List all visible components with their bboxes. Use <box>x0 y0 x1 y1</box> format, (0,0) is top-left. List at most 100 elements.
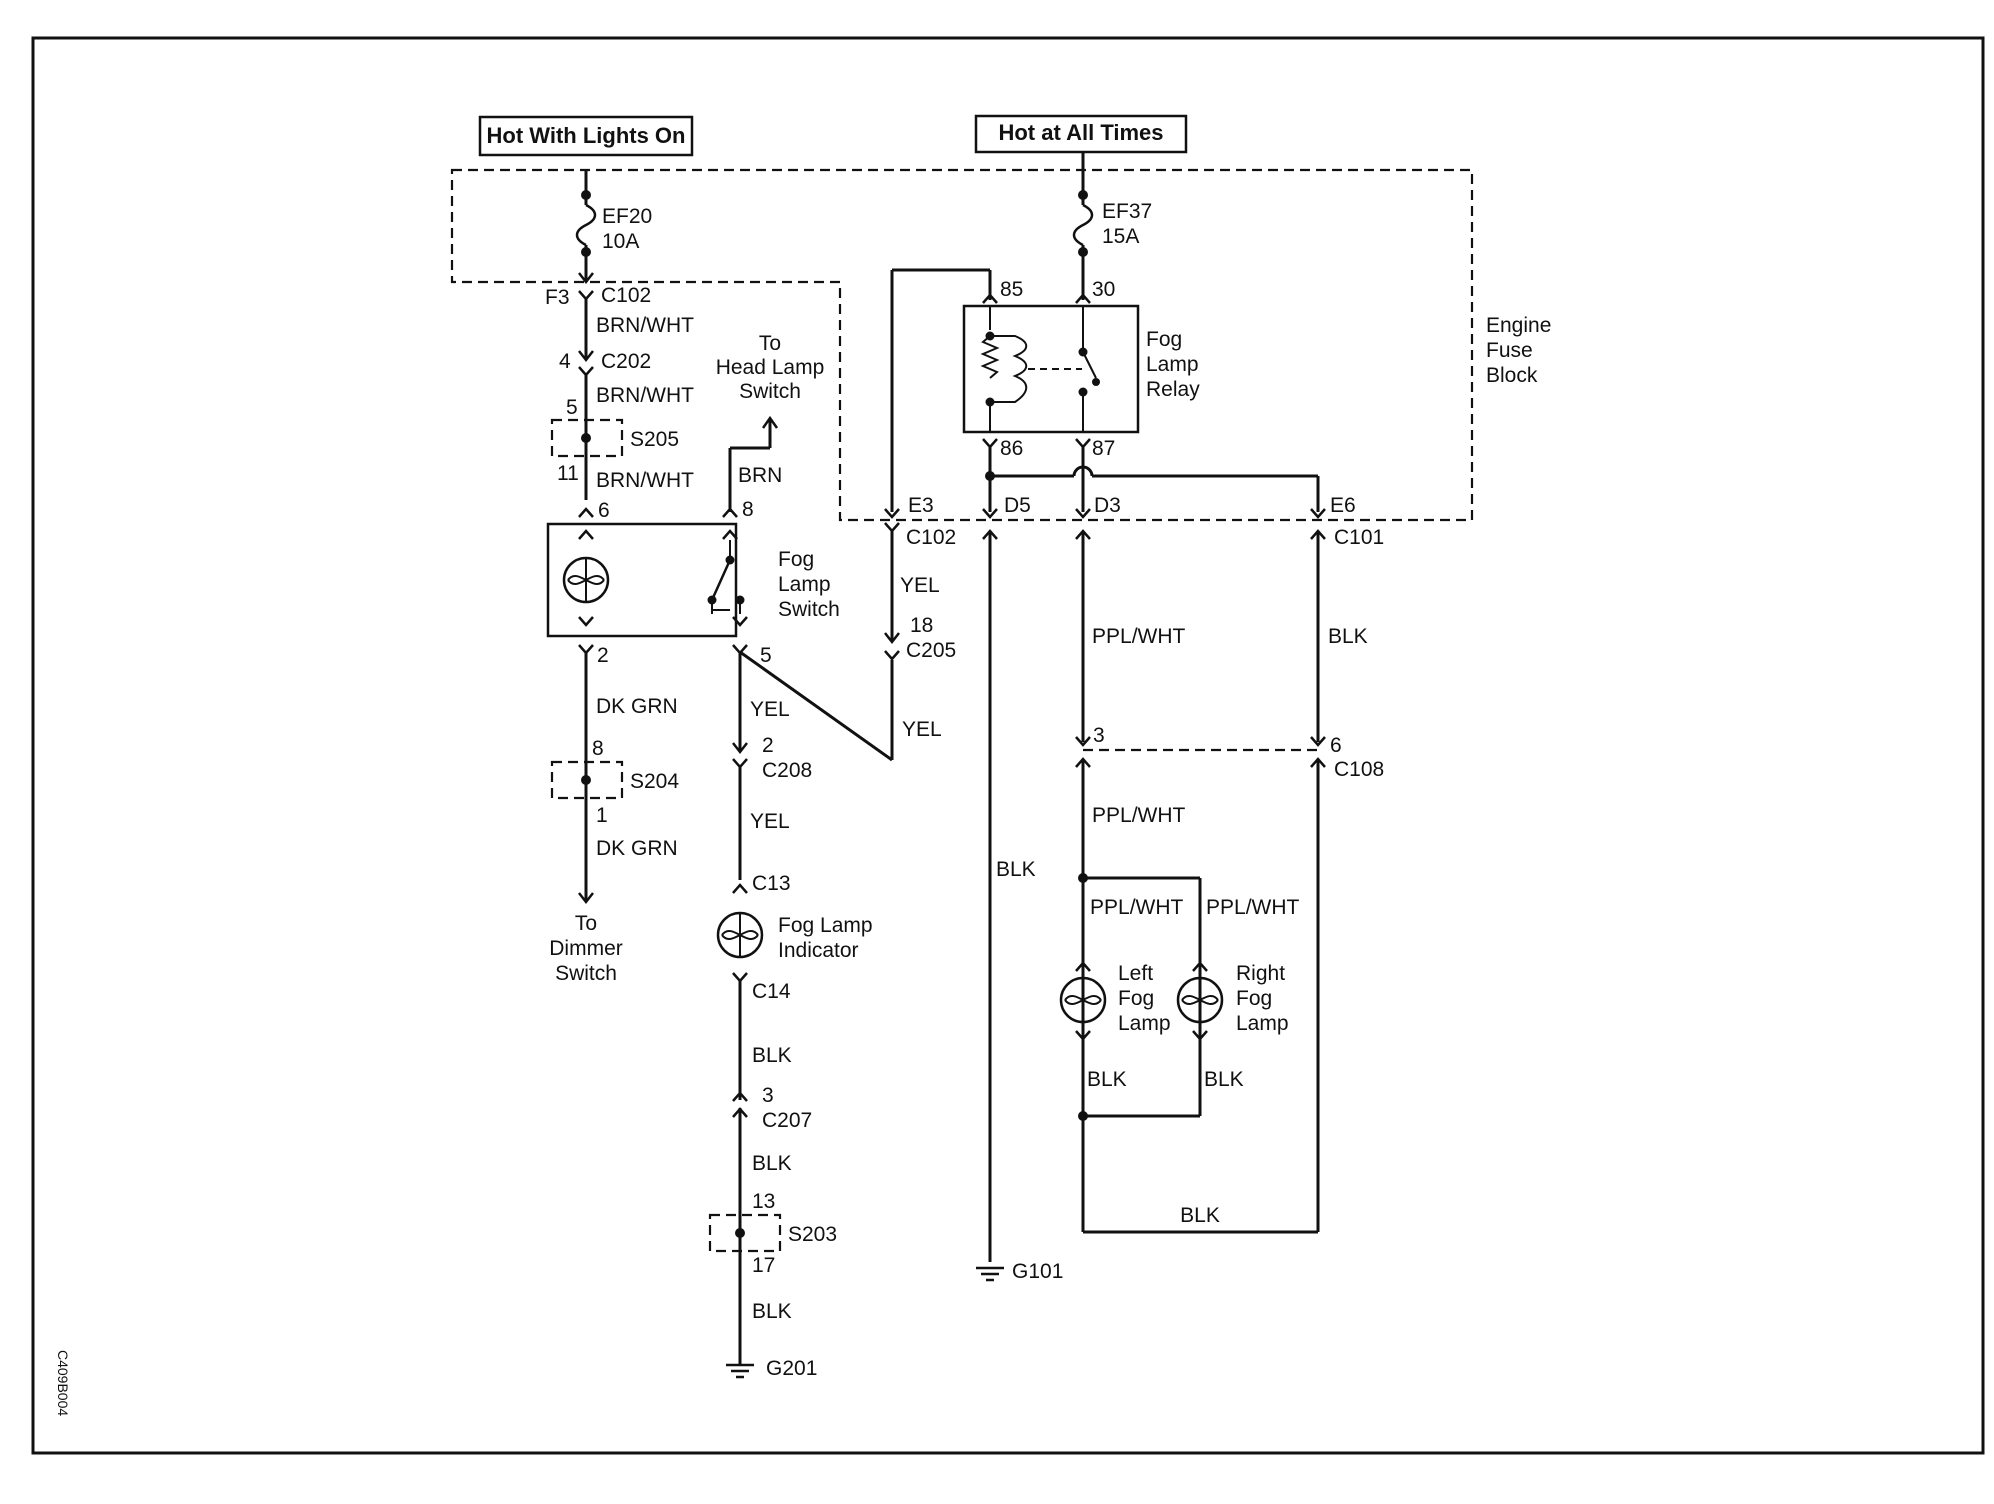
relay-pin-85: 85 <box>1000 278 1023 301</box>
svg-text:Left: Left <box>1118 962 1153 985</box>
wire-label-brnwht-3: BRN/WHT <box>596 469 694 492</box>
svg-text:Fog: Fog <box>1146 328 1182 351</box>
wire-label-blk-left-lamp: BLK <box>1087 1068 1127 1091</box>
conn-c202-label: C202 <box>601 350 651 373</box>
fuse-ef20-rating: 10A <box>602 230 639 253</box>
to-head-lamp-switch-label: To Head Lamp Switch <box>716 332 825 403</box>
switch-label-2: Lamp <box>778 573 831 596</box>
source-all-times-box: Hot at All Times <box>974 114 1188 154</box>
source-lights-on-text: Hot With Lights On <box>487 123 686 148</box>
fuse-ef37-icon <box>1072 203 1094 247</box>
right-fog-lamp-icon <box>1176 976 1224 1024</box>
fog-lamp-indicator-label: Fog Lamp Indicator <box>778 914 873 962</box>
wire-label-yel-2: YEL <box>750 810 790 833</box>
fog-lamp-relay-label: Fog Lamp Relay <box>1146 328 1200 401</box>
source-all-times-text: Hot at All Times <box>998 120 1163 145</box>
conn-d3-label: D3 <box>1094 494 1121 517</box>
conn-c205-label: C205 <box>906 639 956 662</box>
fog-lamp-switch-box <box>546 522 738 638</box>
ground-g101-icon <box>974 1266 1006 1282</box>
wire-label-dkgrn-1: DK GRN <box>596 695 678 718</box>
wire-label-pplwht-2: PPL/WHT <box>1092 804 1186 827</box>
wire-label-blk-right-lamp: BLK <box>1204 1068 1244 1091</box>
conn-e3-label: E3 <box>908 494 934 517</box>
splice-s205-box <box>550 418 624 458</box>
conn-c102b-label: C102 <box>906 526 956 549</box>
svg-text:Lamp: Lamp <box>1146 353 1199 376</box>
wire-label-pplwht-3: PPL/WHT <box>1090 896 1184 919</box>
left-fog-lamp-label: Left Fog Lamp <box>1118 962 1171 1035</box>
wire-label-pplwht-1: PPL/WHT <box>1092 625 1186 648</box>
wire-label-yel-1: YEL <box>750 698 790 721</box>
wire-label-blk-1: BLK <box>752 1044 792 1067</box>
wire-label-blk-3: BLK <box>752 1300 792 1323</box>
ground-g201-icon <box>724 1363 756 1379</box>
splice-s203-box <box>708 1213 782 1253</box>
splice-s205-label: S205 <box>630 428 679 451</box>
connector-c102-f3-icon <box>577 289 595 301</box>
svg-text:Engine: Engine <box>1486 314 1551 337</box>
figure-code: C409B004 <box>55 1350 71 1416</box>
wire-label-brn: BRN <box>738 464 782 487</box>
to-dimmer-switch-label: To Dimmer Switch <box>549 912 623 985</box>
svg-text:To: To <box>759 332 781 355</box>
svg-text:Switch: Switch <box>555 962 617 985</box>
splice-s204-bot-pin: 1 <box>596 804 608 827</box>
svg-text:Right: Right <box>1236 962 1285 985</box>
svg-text:Fog: Fog <box>1118 987 1154 1010</box>
switch-pin-8: 8 <box>742 498 754 521</box>
conn-c208-label: C208 <box>762 759 812 782</box>
conn-c205-pin: 18 <box>910 614 933 637</box>
conn-e6-label: E6 <box>1330 494 1356 517</box>
conn-c208-pin: 2 <box>762 734 774 757</box>
switch-label-3: Switch <box>778 598 840 621</box>
source-lights-on-box: Hot With Lights On <box>478 115 694 157</box>
svg-text:Relay: Relay <box>1146 378 1200 401</box>
wire-label-blk-bottom: BLK <box>1180 1204 1220 1227</box>
engine-fuse-block-label: Engine Fuse Block <box>1486 314 1551 387</box>
splice-s204-box <box>550 760 624 800</box>
left-fog-lamp-icon <box>1059 976 1107 1024</box>
wire-label-blk-g101: BLK <box>996 858 1036 881</box>
fog-lamp-indicator-icon <box>716 911 764 959</box>
right-fog-lamp-label: Right Fog Lamp <box>1236 962 1289 1035</box>
relay-pin-87: 87 <box>1092 437 1115 460</box>
svg-text:Lamp: Lamp <box>1118 1012 1171 1035</box>
conn-c202-pin: 4 <box>559 350 571 373</box>
conn-c14-label: C14 <box>752 980 791 1003</box>
wire-label-blk-right: BLK <box>1328 625 1368 648</box>
wire-label-blk-2: BLK <box>752 1152 792 1175</box>
wire-label-brnwht-1: BRN/WHT <box>596 314 694 337</box>
connector-c202-icon <box>577 365 595 377</box>
fuse-ef20-icon <box>575 203 597 247</box>
svg-text:Block: Block <box>1486 364 1538 387</box>
svg-text:Head Lamp: Head Lamp <box>716 356 825 379</box>
svg-text:Fuse: Fuse <box>1486 339 1533 362</box>
svg-text:Indicator: Indicator <box>778 939 859 962</box>
splice-s203-top-pin: 13 <box>752 1190 775 1213</box>
relay-pin-30: 30 <box>1092 278 1115 301</box>
switch-pin-2: 2 <box>597 644 609 667</box>
conn-c108-label: C108 <box>1334 758 1384 781</box>
wire-label-yel-3: YEL <box>900 574 940 597</box>
splice-s204-label: S204 <box>630 770 679 793</box>
conn-f3-label: F3 <box>545 286 570 309</box>
svg-text:Dimmer: Dimmer <box>549 937 623 960</box>
svg-text:Lamp: Lamp <box>1236 1012 1289 1035</box>
fog-lamp-relay-box <box>962 304 1140 434</box>
fuse-ef37-rating: 15A <box>1102 225 1139 248</box>
svg-text:Fog Lamp: Fog Lamp <box>778 914 873 937</box>
switch-label-1: Fog <box>778 548 814 571</box>
splice-s204-top-pin: 8 <box>592 737 604 760</box>
switch-pin-5: 5 <box>760 644 772 667</box>
splice-s203-label: S203 <box>788 1223 837 1246</box>
wire-label-pplwht-4: PPL/WHT <box>1206 896 1300 919</box>
conn-d5-label: D5 <box>1004 494 1031 517</box>
ground-g101-label: G101 <box>1012 1260 1063 1283</box>
switch-pin-6: 6 <box>598 499 610 522</box>
relay-pin-86: 86 <box>1000 437 1023 460</box>
svg-text:To: To <box>575 912 597 935</box>
wire-label-brnwht-2: BRN/WHT <box>596 384 694 407</box>
splice-s205-bot-pin: 11 <box>557 462 579 485</box>
splice-s205-top-pin: 5 <box>566 396 578 419</box>
